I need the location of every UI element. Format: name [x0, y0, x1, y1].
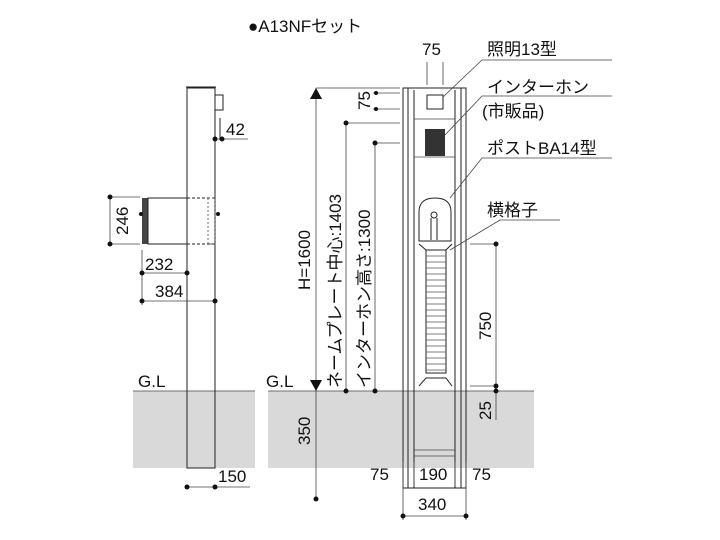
ground-right [268, 391, 534, 468]
set-title: ●A13NFセット [248, 17, 362, 36]
height-1600: H=1600 [295, 230, 314, 290]
dim-340: 340 [418, 495, 446, 514]
intercom-height: インターホン高さ:1300 [355, 209, 374, 388]
light-fixture [426, 94, 444, 110]
front-view: 75 照明13型 インターホン (市販品) ポストBA14型 横格子 H=160… [266, 40, 612, 520]
dim-42: 42 [226, 120, 245, 139]
dim-232: 232 [145, 255, 173, 274]
dim-750: 750 [476, 312, 495, 340]
dim-top-75: 75 [422, 40, 441, 59]
side-view: 42 246 232 384 G.L 150 [107, 86, 250, 490]
post-unit [418, 197, 452, 242]
horizontal-lattice [418, 243, 453, 387]
callout-intercom-note: (市販品) [482, 102, 544, 121]
callout-light: 照明13型 [487, 40, 557, 59]
dim-246: 246 [113, 207, 132, 235]
dim-light-75: 75 [355, 91, 374, 110]
callout-lattice: 横格子 [487, 201, 538, 220]
callout-intercom: インターホン [487, 78, 589, 97]
intercom [425, 129, 445, 156]
ground-label-front: G.L [266, 372, 293, 391]
ground-label-side: G.L [138, 372, 165, 391]
dim-150: 150 [218, 467, 246, 486]
dim-190: 190 [419, 465, 447, 484]
dim-bottom-left-75: 75 [370, 465, 389, 484]
dim-bottom-right-75: 75 [472, 465, 491, 484]
dim-350: 350 [295, 417, 314, 445]
callout-post: ポストBA14型 [487, 139, 597, 158]
dim-25: 25 [476, 401, 495, 420]
nameplate-center-height: ネームプレート中心:1403 [326, 194, 345, 388]
ground-left [133, 391, 255, 468]
dim-384: 384 [155, 282, 183, 301]
